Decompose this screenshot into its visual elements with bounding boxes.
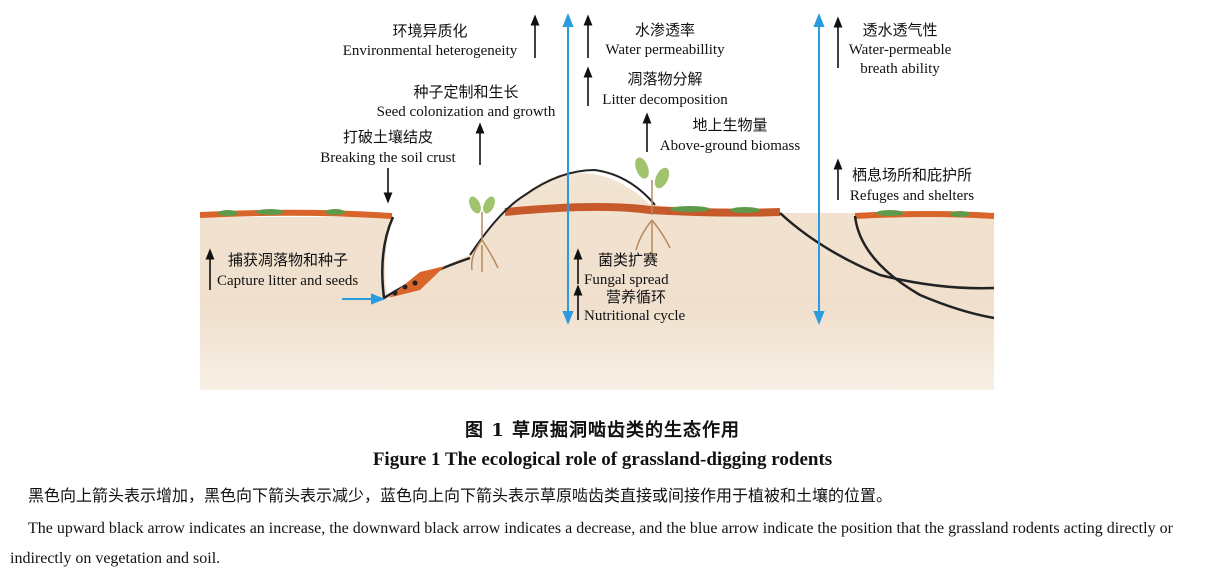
label-litter-en: Litter decomposition — [602, 92, 728, 108]
label-capture-zh: 捕获凋落物和种子 — [228, 252, 348, 269]
surface-crust-right — [854, 211, 995, 219]
label-litter-zh: 凋落物分解 — [627, 71, 702, 88]
label-env-en: Environmental heterogeneity — [343, 43, 518, 59]
label-fungal-zh: 菌类扩赛 — [598, 252, 658, 269]
figure-note-zh: 黑色向上箭头表示增加，黑色向下箭头表示减少，蓝色向上向下箭头表示草原啮齿类直接或… — [28, 488, 893, 505]
label-biomass-zh: 地上生物量 — [692, 117, 767, 134]
label-biomass-en: Above-ground biomass — [660, 138, 801, 154]
label-nutri-en: Nutritional cycle — [584, 308, 686, 324]
ecological-diagram: 环境异质化 Environmental heterogeneity 种子定制和生… — [199, 12, 995, 390]
label-capture-en: Capture litter and seeds — [217, 273, 358, 289]
label-seed-zh: 种子定制和生长 — [413, 84, 518, 101]
seed-dot — [402, 284, 408, 290]
figure-note-en: The upward black arrow indicates an incr… — [10, 520, 1173, 567]
label-env-zh: 环境异质化 — [392, 22, 467, 40]
grass-patches — [218, 206, 970, 217]
label-water-zh: 水渗透率 — [635, 22, 695, 39]
burrow-tunnel-upper — [779, 212, 995, 290]
label-water-en: Water permeabillity — [605, 42, 725, 58]
figure-caption-en: Figure 1 The ecological role of grasslan… — [372, 449, 833, 470]
burrow-tunnel-lower — [853, 215, 995, 320]
label-seed-en: Seed colonization and growth — [377, 104, 556, 120]
seedling-right — [635, 157, 671, 255]
mound-outline — [469, 168, 656, 256]
label-crust-en: Breaking the soil crust — [320, 150, 456, 166]
label-breath-en1: Water-permeable — [849, 42, 952, 58]
label-refuge-en: Refuges and shelters — [850, 188, 974, 204]
seed-dot — [392, 290, 398, 296]
seedling-left — [469, 196, 499, 272]
black-arrows — [205, 14, 843, 320]
label-crust-zh: 打破土壤结皮 — [343, 128, 433, 146]
label-breath-zh: 透水透气性 — [862, 22, 937, 39]
figure-caption-zh: 图 1 草原掘洞啮齿类的生态作用 — [464, 420, 741, 441]
label-refuge-zh: 栖息场所和庇护所 — [852, 167, 972, 184]
label-nutri-zh: 营养循环 — [606, 289, 666, 306]
seed-dot — [412, 280, 418, 286]
label-fungal-en: Fungal spread — [584, 272, 669, 288]
label-breath-en2: breath ability — [860, 61, 940, 77]
